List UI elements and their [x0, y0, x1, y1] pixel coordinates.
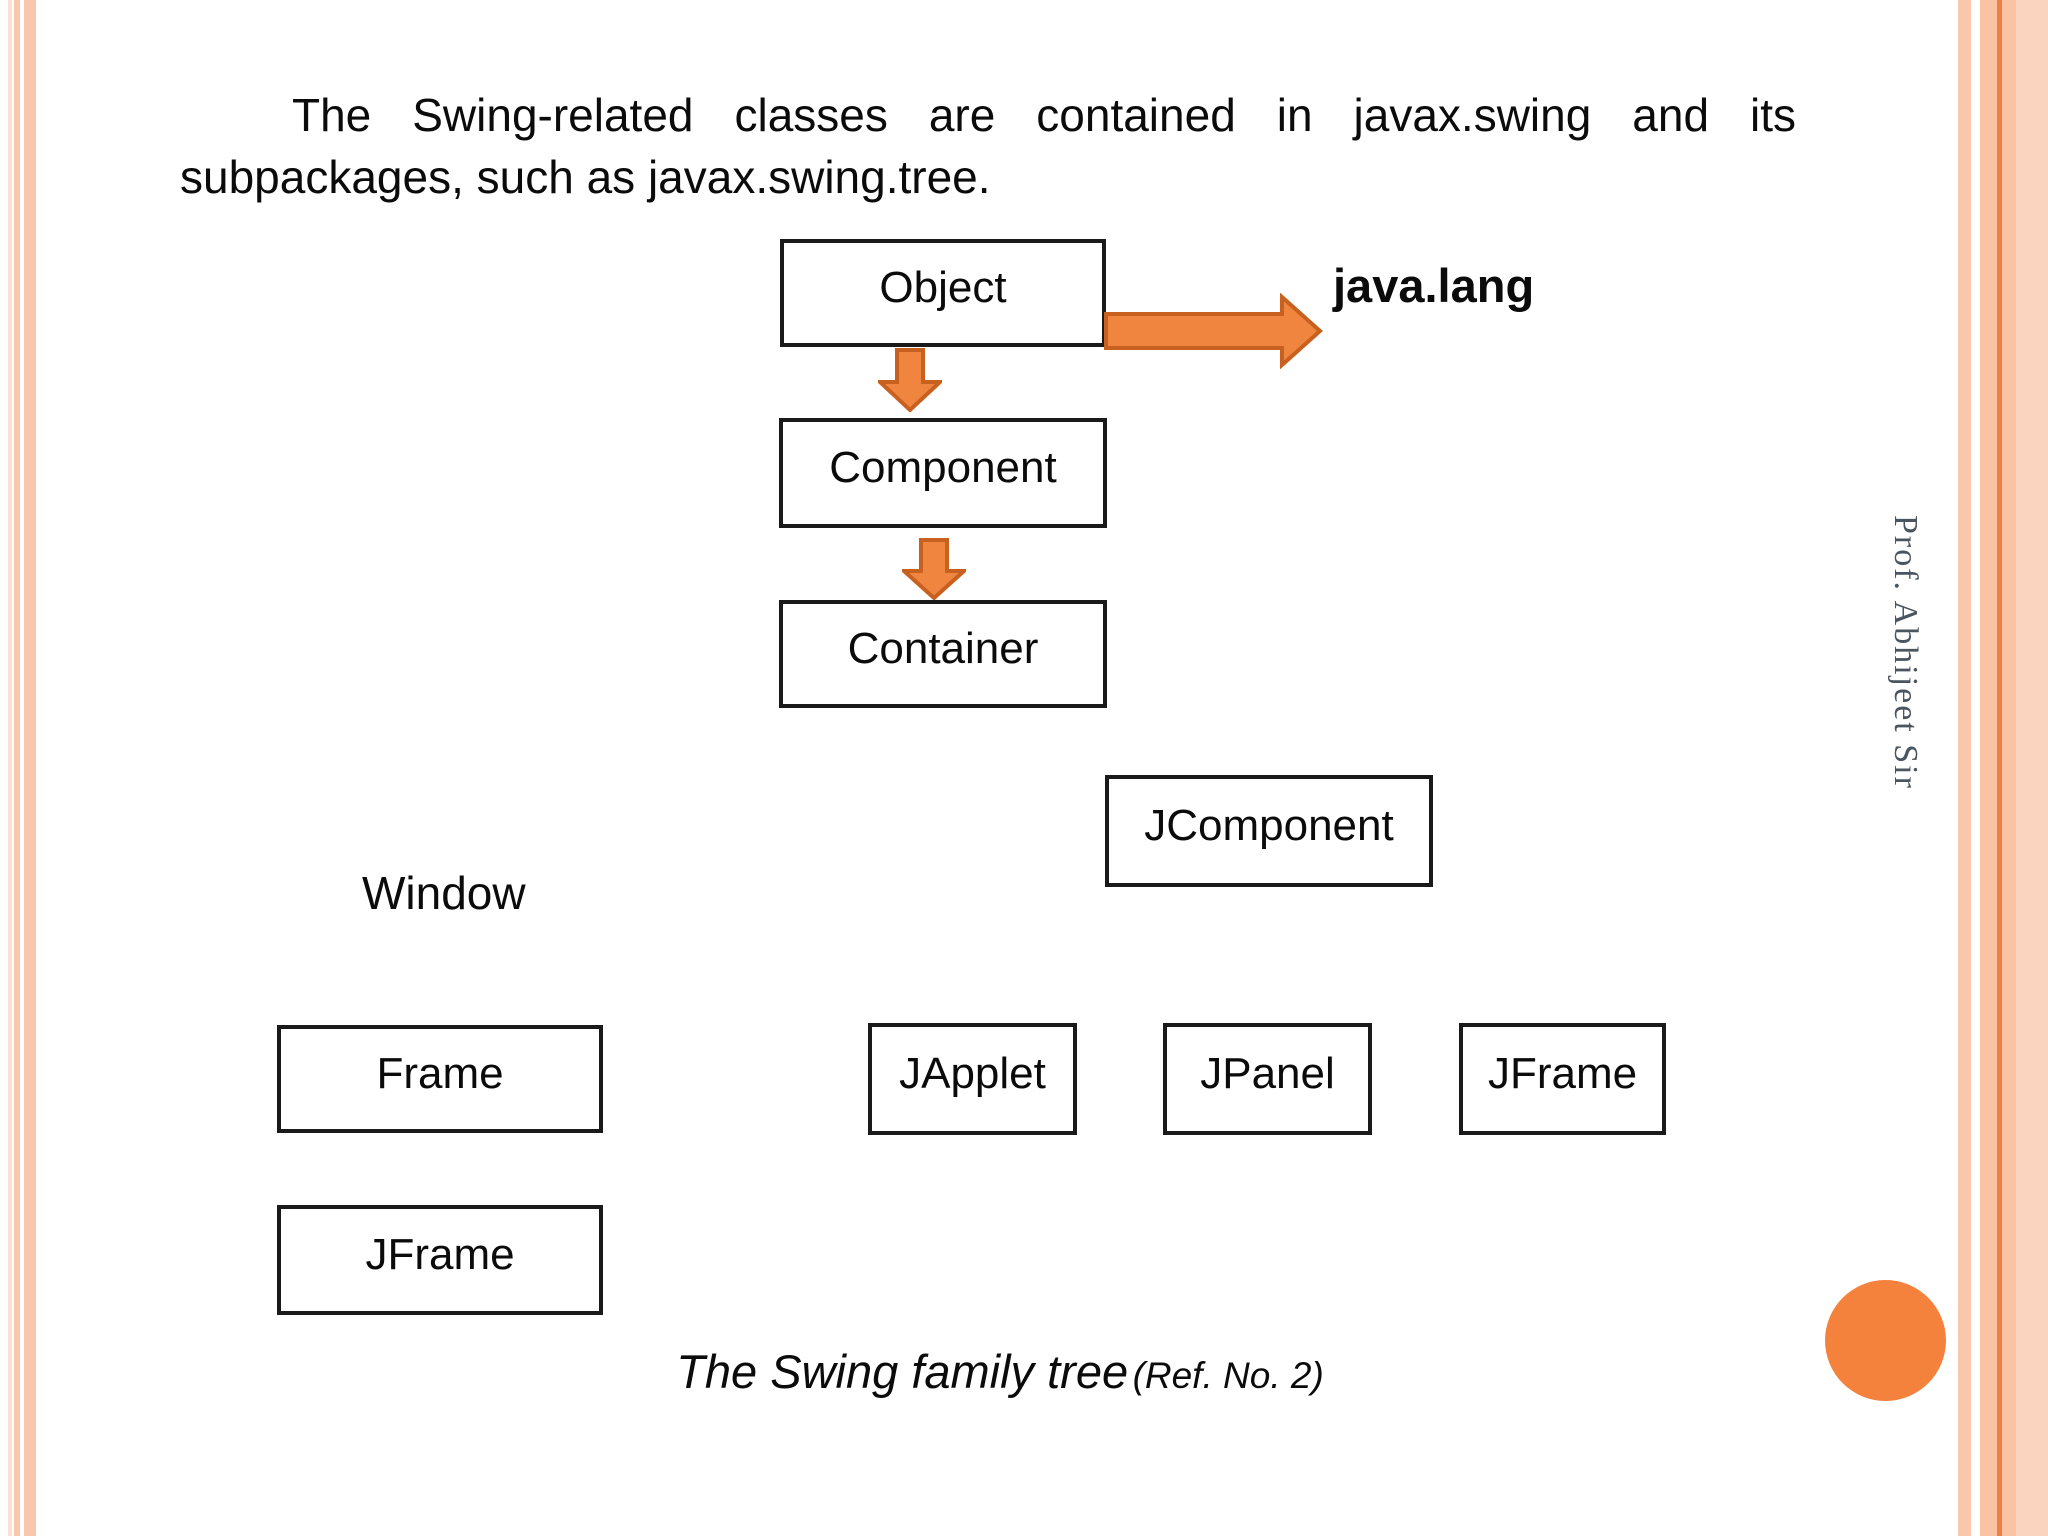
diagram-caption-title: The Swing family tree [676, 1345, 1129, 1398]
class-box-jframe-right: JFrame [1459, 1023, 1666, 1135]
paragraph-word: The [292, 89, 372, 141]
arrow-right-icon [1104, 293, 1324, 369]
paragraph-word: contained [1036, 89, 1236, 141]
right-border-stripe-thin [1958, 0, 1971, 1536]
class-box-object-label: Object [879, 263, 1007, 312]
left-border-stripe-wide [24, 0, 36, 1536]
arrow-down-icon [902, 538, 966, 600]
class-box-component: Component [779, 418, 1107, 528]
class-box-jframe-bottom: JFrame [277, 1205, 603, 1315]
arrow-down-icon [878, 348, 942, 412]
class-box-container-label: Container [847, 624, 1039, 673]
right-border-stripe-dark-line [1997, 0, 2002, 1536]
class-box-jcomponent: JComponent [1105, 775, 1433, 887]
window-text-label: Window [362, 867, 526, 919]
class-box-jpanel: JPanel [1163, 1023, 1372, 1135]
class-box-container: Container [779, 600, 1107, 708]
java-lang-package-label: java.lang [1333, 259, 1535, 312]
class-box-component-label: Component [829, 443, 1057, 492]
paragraph-word: its [1750, 89, 1796, 141]
class-box-jpanel-label: JPanel [1200, 1049, 1335, 1098]
diagram-caption: The Swing family tree (Ref. No. 2) [520, 1344, 1480, 1399]
class-box-jframe-bottom-label: JFrame [365, 1230, 515, 1279]
class-box-japplet-label: JApplet [899, 1049, 1046, 1098]
class-box-frame: Frame [277, 1025, 603, 1133]
decorative-circle [1825, 1280, 1946, 1401]
paragraph-word: and [1632, 89, 1710, 141]
paragraph-word: in [1276, 89, 1313, 141]
author-credit-vertical-text: Prof. Abhijeet Sir [1887, 515, 1924, 790]
right-border-stripe-light [2016, 0, 2048, 1536]
paragraph-word: Swing-related [412, 89, 694, 141]
class-box-frame-label: Frame [376, 1049, 504, 1098]
paragraph-word: classes [734, 89, 888, 141]
left-border-stripe-thin [8, 0, 12, 1536]
paragraph-word: are [928, 89, 996, 141]
diagram-caption-reference: (Ref. No. 2) [1132, 1355, 1324, 1396]
class-box-jcomponent-label: JComponent [1144, 801, 1394, 850]
class-box-object: Object [780, 239, 1106, 347]
class-box-japplet: JApplet [868, 1023, 1077, 1135]
paragraph-word: javax.swing [1353, 89, 1592, 141]
left-border-stripe-medium [14, 0, 20, 1536]
class-box-jframe-right-label: JFrame [1487, 1049, 1638, 1098]
intro-paragraph-line2: subpackages, such as javax.swing.tree. [180, 151, 991, 203]
